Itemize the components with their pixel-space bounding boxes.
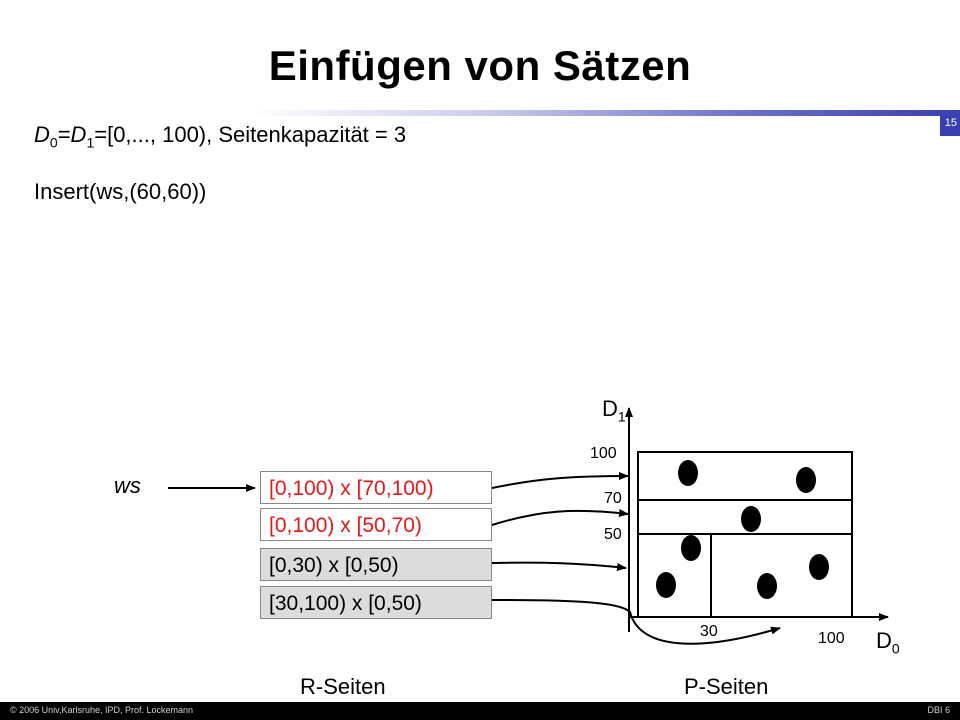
title-rule [250,110,960,116]
record-point [741,506,761,532]
x-axis-label: D0 [876,628,900,656]
x-axis-subscript: 0 [891,640,900,657]
y-axis-subscript: 1 [617,408,626,425]
equals-sign: = [57,122,71,147]
y-tick-70: 70 [604,490,622,507]
r-page-4: [30,100) x [0,50) [260,586,492,619]
insert-statement: Insert(ws,(60,60)) [34,179,207,204]
domain-definition: D0=D1=[0,..., 100), Seitenkapazität = 3 [34,122,406,150]
y-axis-letter: D [602,396,618,421]
p-pages-caption: P-Seiten [684,674,769,699]
footer-copyright: © 2006 Univ,Karlsruhe, IPD, Prof. Lockem… [10,705,194,715]
footer-bar: © 2006 Univ,Karlsruhe, IPD, Prof. Lockem… [0,702,960,720]
d0-subscript: 0 [49,134,58,151]
x-axis-letter: D [876,628,892,653]
x-tick-30: 30 [700,623,718,640]
r-page-1: [0,100) x [70,100) [260,471,492,504]
record-point [656,572,676,598]
record-point [678,460,698,486]
x-tick-100: 100 [818,630,845,647]
d0-symbol: D [34,122,50,147]
r-page-2: [0,100) x [50,70) [260,508,492,541]
record-point [809,554,829,580]
page-number-box [940,116,960,136]
record-point [757,573,777,599]
record-point [796,467,816,493]
ws-label: ws [114,473,141,498]
domain-definition-rest: =[0,..., 100), Seitenkapazität = 3 [94,122,407,147]
footer-slide-id: DBI 6 [927,705,950,715]
page-number: 15 [944,117,957,129]
r-pages-caption: R-Seiten [300,674,386,699]
pointer-arrow-4 [491,599,781,645]
record-point [681,535,701,561]
page-title: Einfügen von Sätzen [268,42,692,89]
r-page-3: [0,30) x [0,50) [260,548,492,581]
y-axis-label: D1 [602,396,626,424]
y-tick-100: 100 [590,445,617,462]
pointer-arrow-2 [491,509,629,526]
y-tick-50: 50 [604,526,622,543]
pointer-arrow-1 [491,472,629,489]
d1-subscript: 1 [86,134,95,151]
pointer-arrow-3 [491,561,627,572]
d1-symbol: D [70,122,87,147]
